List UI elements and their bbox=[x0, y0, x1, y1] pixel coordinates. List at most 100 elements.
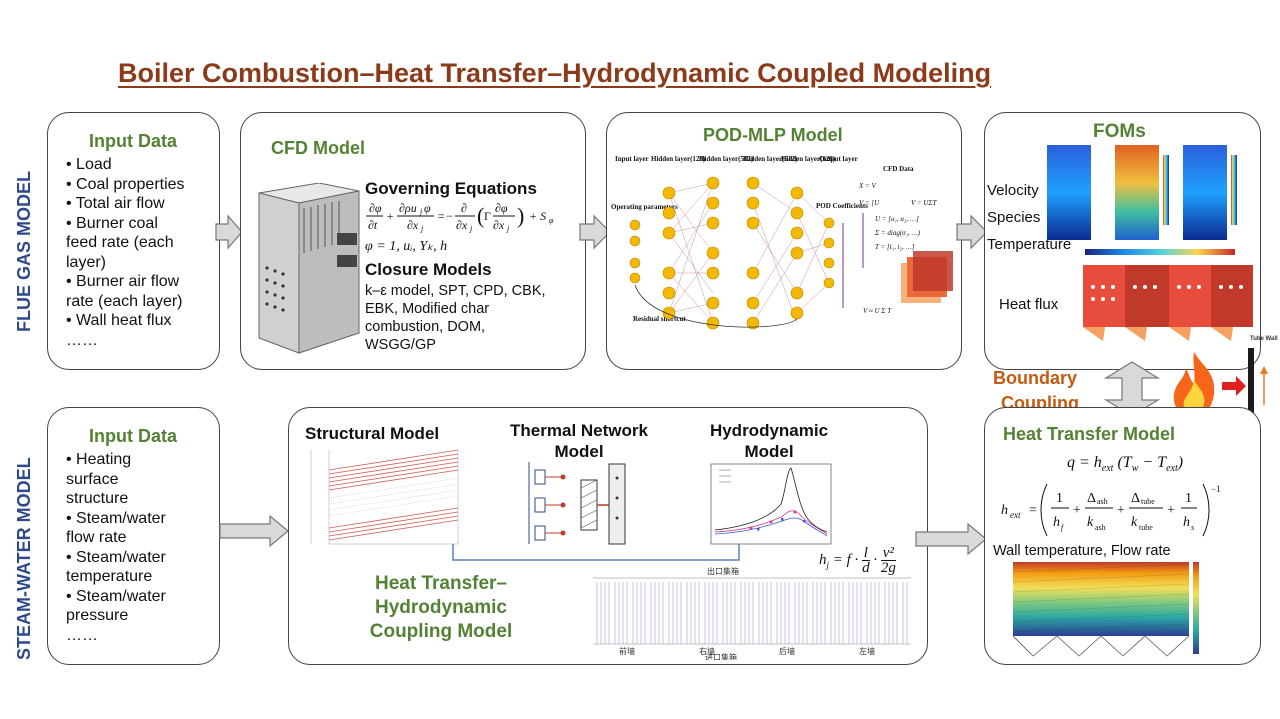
connector-line bbox=[452, 544, 740, 561]
layer-label: Hidden layer(512) bbox=[743, 155, 798, 163]
residual-label: Residual shortcut bbox=[633, 315, 686, 323]
inlet-header-label: 进口集箱 bbox=[705, 652, 737, 660]
list-item: …… bbox=[66, 331, 98, 349]
svg-text:k: k bbox=[1087, 515, 1094, 530]
wall-label-right: 右墙 bbox=[699, 646, 715, 656]
foms-label-temperature: Temperature bbox=[987, 236, 1072, 253]
svg-text:(: ( bbox=[477, 203, 484, 228]
layer-label: Input layer bbox=[615, 155, 649, 163]
list-item: • Steam/water bbox=[66, 587, 166, 605]
svg-text:tube: tube bbox=[1141, 497, 1155, 506]
foms-box: FOMs Velocity Species Temperature Heat f… bbox=[984, 112, 1261, 370]
svg-text:∂φ: ∂φ bbox=[369, 201, 382, 215]
svg-text:φ: φ bbox=[424, 201, 431, 215]
coupling-label-line3: Coupling Model bbox=[369, 621, 513, 642]
svg-text:V = [U: V = [U bbox=[859, 199, 880, 207]
layer-label: Hidden layer(128) bbox=[781, 155, 836, 163]
list-item: • Heating bbox=[66, 451, 132, 468]
hydro-heading-line2: Model bbox=[744, 442, 794, 461]
flue-input-heading: Input Data bbox=[89, 131, 177, 151]
coupling-model-label: Heat Transfer– Hydrodynamic Coupling Mod… bbox=[341, 572, 541, 644]
list-item: WSGG/GP bbox=[365, 337, 436, 353]
foms-heading: FOMs bbox=[1093, 121, 1146, 142]
steam-input-list: • Heating surface structure • Steam/wate… bbox=[66, 450, 166, 645]
foms-label-heat-flux: Heat flux bbox=[999, 296, 1059, 313]
svg-text:h: h bbox=[1183, 515, 1190, 530]
svg-text:∂x: ∂x bbox=[493, 218, 505, 232]
svg-text:V = UΣT: V = UΣT bbox=[911, 199, 938, 207]
layer-label: Hidden layer(512) bbox=[699, 155, 754, 163]
phi-definition: φ = 1, uᵢ, Yₖ, h bbox=[365, 239, 448, 254]
svg-text:j: j bbox=[469, 224, 473, 233]
svg-text:V ≈ U Σ T: V ≈ U Σ T bbox=[863, 307, 892, 315]
layer-label: Output layer bbox=[819, 155, 858, 163]
wall-label-front: 前墙 bbox=[619, 646, 635, 656]
svg-text:=−: =− bbox=[437, 209, 453, 223]
pod-mlp-heading: POD-MLP Model bbox=[703, 125, 843, 145]
steam-input-box: Input Data • Heating surface structure •… bbox=[47, 407, 220, 665]
heat-flux-equation: q = hext (Tw − Text) bbox=[1067, 454, 1184, 475]
svg-text:∂φ: ∂φ bbox=[495, 201, 508, 215]
svg-text:T = [t₁, t₂, …]: T = [t₁, t₂, …] bbox=[875, 243, 915, 251]
list-item: • Coal properties bbox=[66, 175, 185, 193]
svg-text:Δ: Δ bbox=[1087, 491, 1096, 506]
coupling-label-line2: Hydrodynamic bbox=[375, 597, 507, 618]
flue-gas-side-label: FLUE GAS MODEL bbox=[14, 171, 34, 332]
svg-text:+: + bbox=[1073, 503, 1081, 518]
wall-temperature-label: Wall temperature, Flow rate bbox=[993, 543, 1171, 559]
svg-text:∂x: ∂x bbox=[407, 218, 419, 232]
pod-mlp-box: POD-MLP Model Input layer Hidden layer(1… bbox=[606, 112, 962, 370]
hydro-heading-line1: Hydrodynamic bbox=[709, 421, 829, 440]
svg-text:h: h bbox=[1001, 503, 1008, 518]
wall-temperature-contour bbox=[1013, 562, 1199, 657]
closure-models-list: k–ε model, SPT, CPD, CBK, EBK, Modified … bbox=[365, 282, 546, 354]
outlet-header-label: 出口集箱 bbox=[707, 566, 739, 576]
svg-text:∂x: ∂x bbox=[456, 218, 468, 232]
thermal-heading-line1: Thermal Network bbox=[510, 421, 648, 440]
svg-text:ash: ash bbox=[1097, 497, 1108, 506]
pod-coef-label: POD Coefficients bbox=[816, 202, 868, 210]
layer-label: Hidden layer(128) bbox=[651, 155, 706, 163]
svg-text:s: s bbox=[1191, 523, 1194, 532]
wall-label-left: 左墙 bbox=[859, 646, 875, 656]
flue-input-box: Input Data • Load • Coal properties • To… bbox=[47, 112, 220, 370]
svg-text:U = [u₁, u₂, …]: U = [u₁, u₂, …] bbox=[875, 215, 919, 223]
svg-text:1: 1 bbox=[1185, 491, 1192, 506]
arrow-right-icon bbox=[219, 514, 289, 548]
wall-label-rear: 后墙 bbox=[779, 646, 795, 656]
list-item: EBK, Modified char bbox=[365, 301, 490, 317]
tube-panel-schematic: 出口集箱 前墙 右墙 后墙 左墙 进口 bbox=[593, 566, 911, 660]
svg-text:+ S: + S bbox=[529, 209, 546, 223]
thermal-heading-line2: Model bbox=[554, 442, 604, 461]
list-item: • Steam/water bbox=[66, 509, 166, 527]
list-item: • Burner air flow bbox=[66, 273, 180, 290]
svg-text:X = V: X = V bbox=[858, 182, 876, 190]
heat-transfer-heading: Heat Transfer Model bbox=[1003, 424, 1176, 444]
list-item: • Wall heat flux bbox=[66, 312, 172, 329]
svg-text:f: f bbox=[1061, 523, 1065, 532]
svg-text:φ: φ bbox=[549, 216, 554, 225]
svg-text:−1: −1 bbox=[1211, 484, 1221, 494]
arrow-right-icon bbox=[215, 214, 243, 250]
list-item: layer) bbox=[66, 253, 107, 271]
foms-labels: Velocity Species Temperature bbox=[987, 177, 1071, 258]
list-item: k–ε model, SPT, CPD, CBK, bbox=[365, 283, 546, 299]
svg-text:j: j bbox=[420, 224, 424, 233]
svg-text:k: k bbox=[1131, 515, 1138, 530]
svg-text:Δ: Δ bbox=[1131, 491, 1140, 506]
list-item: flow rate bbox=[66, 529, 127, 546]
tube-wall-label: Tube Wall bbox=[1250, 336, 1278, 342]
cfd-heading: CFD Model bbox=[271, 138, 365, 158]
list-item: …… bbox=[66, 626, 98, 644]
cfd-data-label: CFD Data bbox=[883, 165, 914, 173]
structural-model-heading: Structural Model bbox=[305, 424, 440, 443]
tube-wall-diagram: Tube Wall bbox=[1222, 336, 1278, 443]
svg-text:j: j bbox=[506, 224, 510, 233]
steam-input-heading: Input Data bbox=[89, 426, 177, 446]
cfd-model-box: CFD Model Governing Equations ∂φ∂t + ∂ρu… bbox=[240, 112, 586, 370]
list-item: • Steam/water bbox=[66, 548, 166, 566]
list-item: temperature bbox=[66, 568, 153, 585]
boundary-label-line1: Boundary bbox=[993, 368, 1078, 388]
